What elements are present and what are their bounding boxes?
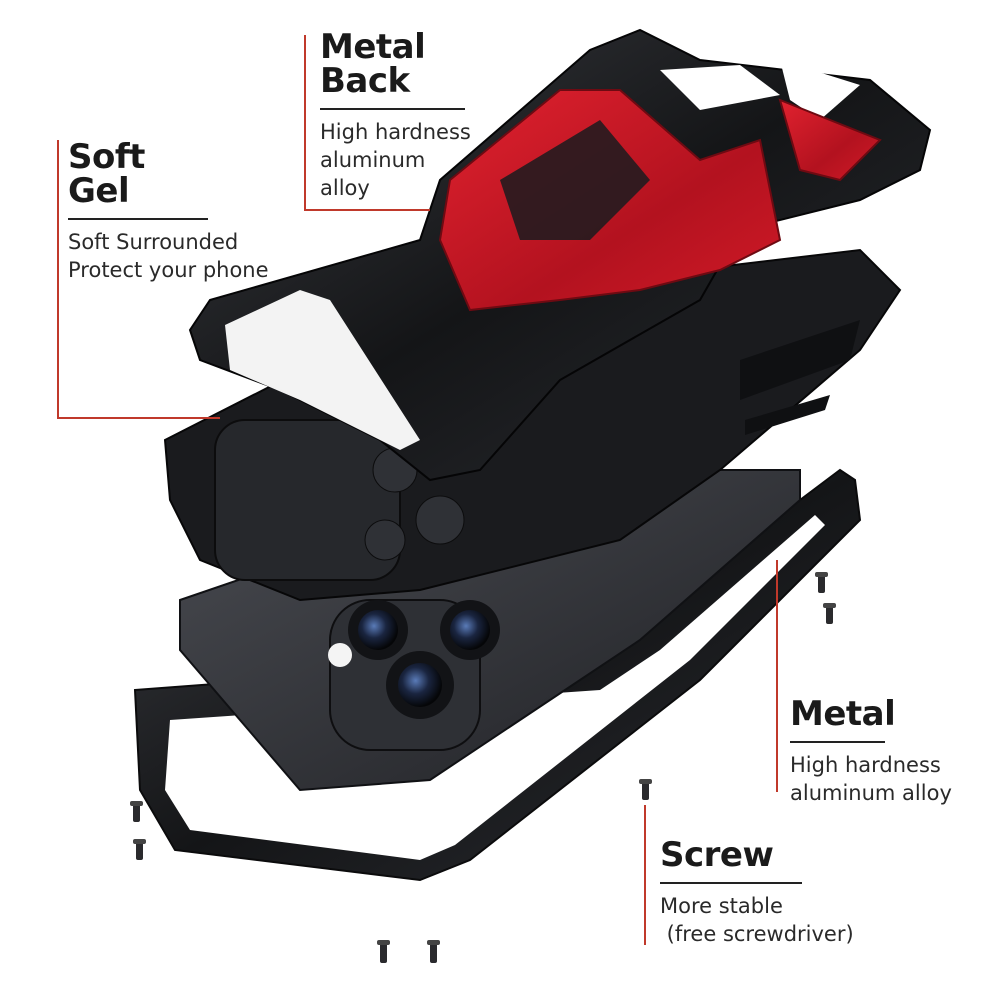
description-line: High hardness [320,120,471,144]
screws [130,572,836,963]
callout-title: Soft Gel [68,137,145,211]
description-line: aluminum [320,148,426,172]
description-line: High hardness [790,753,941,777]
callout-title: Screw [660,835,774,875]
screw-icon [130,801,143,822]
screw-icon [815,572,828,593]
description-line: Protect your phone [68,258,269,282]
callout-metal-back: Metal Back High hardness aluminum alloy [320,27,471,202]
screw-icon [427,940,440,963]
callout-description: Soft Surrounded Protect your phone [68,228,269,284]
screw-icon [823,603,836,624]
leader-lines [57,35,778,945]
callout-metal: Metal High hardness aluminum alloy [790,694,952,807]
screw-icon [639,779,652,800]
metal-back-plate [188,28,932,482]
leader-line-metal-back [304,35,430,211]
callout-description: High hardness aluminum alloy [320,118,471,202]
camera-lens [450,610,490,650]
camera-lens [358,610,398,650]
divider [68,218,208,220]
flash [328,643,352,667]
callout-description: High hardness aluminum alloy [790,751,952,807]
callout-screw: Screw More stable (free screwdriver) [660,835,854,948]
divider [790,741,885,743]
screw-icon [133,839,146,860]
callout-title: Metal [790,694,896,734]
divider [320,108,465,110]
callout-title: Metal Back [320,27,426,101]
description-line: (free screwdriver) [660,922,854,946]
camera-lens [398,663,442,707]
description-line: alloy [320,176,370,200]
callout-soft-gel: Soft Gel Soft Surrounded Protect your ph… [68,137,269,284]
leader-line-soft-gel [57,140,220,419]
red-accent-wing [778,98,882,182]
description-line: Soft Surrounded [68,230,239,254]
description-line: aluminum alloy [790,781,952,805]
soft-gel-case [163,248,902,602]
screw-icon [377,940,390,963]
callout-description: More stable (free screwdriver) [660,892,854,948]
divider [660,882,802,884]
description-line: More stable [660,894,783,918]
